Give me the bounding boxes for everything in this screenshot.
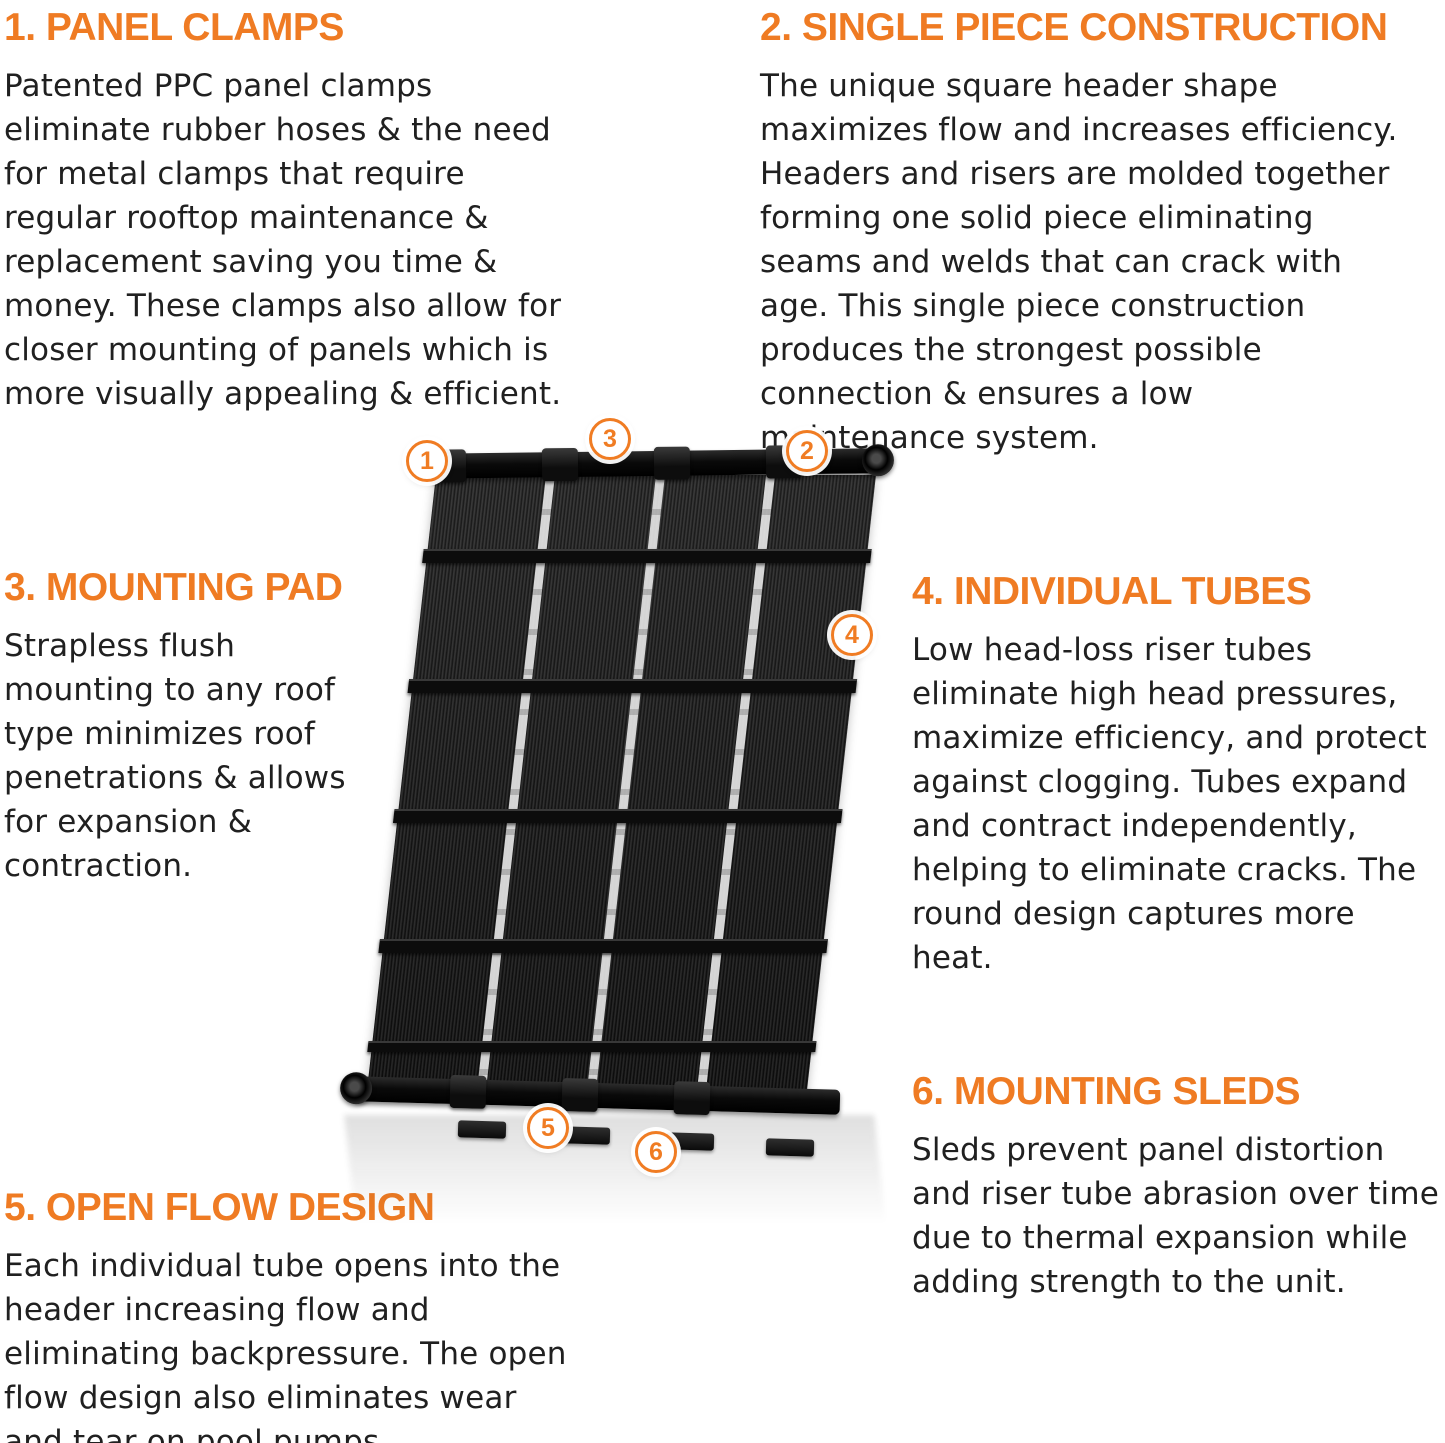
panel-clamp-icon bbox=[541, 447, 579, 482]
callout-badge-4: 4 bbox=[831, 614, 873, 656]
feature-3-title: 3. MOUNTING PAD bbox=[4, 566, 343, 609]
feature-2-single-piece-construction: 2. SINGLE PIECE CONSTRUCTION The unique … bbox=[760, 6, 1445, 460]
panel-strap bbox=[367, 1041, 817, 1052]
callout-badge-3: 3 bbox=[589, 418, 631, 460]
feature-1-description: Patented PPC panel clamps eliminate rubb… bbox=[4, 67, 562, 412]
feature-4-individual-tubes: 4. INDIVIDUAL TUBES Low head-loss riser … bbox=[912, 570, 1437, 980]
feature-1-title: 1. PANEL CLAMPS bbox=[4, 6, 344, 49]
panel-strap bbox=[392, 809, 843, 823]
callout-badge-6: 6 bbox=[635, 1131, 677, 1173]
callout-badge-2: 2 bbox=[786, 430, 828, 472]
mounting-sled-icon bbox=[561, 1126, 611, 1145]
feature-3-mounting-pad: 3. MOUNTING PAD Strapless flush mounting… bbox=[4, 566, 404, 888]
callout-badge-5: 5 bbox=[527, 1107, 569, 1149]
panel-strap bbox=[422, 549, 872, 563]
feature-5-description: Each individual tube opens into the head… bbox=[4, 1247, 567, 1443]
panel-clamp-icon bbox=[561, 1078, 599, 1113]
solar-panel-illustration bbox=[330, 415, 910, 1225]
feature-4-description: Low head-loss riser tubes eliminate high… bbox=[912, 631, 1427, 976]
panel-strap bbox=[407, 679, 858, 693]
panel-strap bbox=[378, 939, 828, 953]
feature-2-title: 2. SINGLE PIECE CONSTRUCTION bbox=[760, 6, 1388, 49]
feature-6-title: 6. MOUNTING SLEDS bbox=[912, 1070, 1301, 1113]
feature-4-title: 4. INDIVIDUAL TUBES bbox=[912, 570, 1312, 613]
panel-column-gap bbox=[476, 475, 555, 1095]
feature-6-description: Sleds prevent panel distortion and riser… bbox=[912, 1131, 1440, 1300]
mounting-sled-icon bbox=[765, 1138, 815, 1157]
feature-5-title: 5. OPEN FLOW DESIGN bbox=[4, 1186, 435, 1229]
panel-clamp-icon bbox=[449, 1074, 487, 1109]
callout-badge-1: 1 bbox=[406, 440, 448, 482]
feature-6-mounting-sleds: 6. MOUNTING SLEDS Sleds prevent panel di… bbox=[912, 1070, 1445, 1304]
panel-clamp-icon bbox=[673, 1081, 711, 1116]
panel-column-gap bbox=[586, 475, 665, 1095]
feature-2-description: The unique square header shape maximizes… bbox=[760, 67, 1398, 456]
panel-column-gap bbox=[696, 475, 775, 1095]
header-port-icon bbox=[339, 1071, 373, 1105]
feature-1-panel-clamps: 1. PANEL CLAMPS Patented PPC panel clamp… bbox=[4, 6, 604, 416]
panel-clamp-icon bbox=[653, 446, 691, 480]
feature-3-description: Strapless flush mounting to any roof typ… bbox=[4, 627, 346, 884]
panel-riser-tube-field bbox=[366, 475, 876, 1095]
header-port-icon bbox=[861, 444, 895, 477]
feature-5-open-flow-design: 5. OPEN FLOW DESIGN Each individual tube… bbox=[4, 1186, 589, 1443]
mounting-sled-icon bbox=[457, 1120, 507, 1139]
panel-reflection bbox=[344, 1115, 886, 1225]
